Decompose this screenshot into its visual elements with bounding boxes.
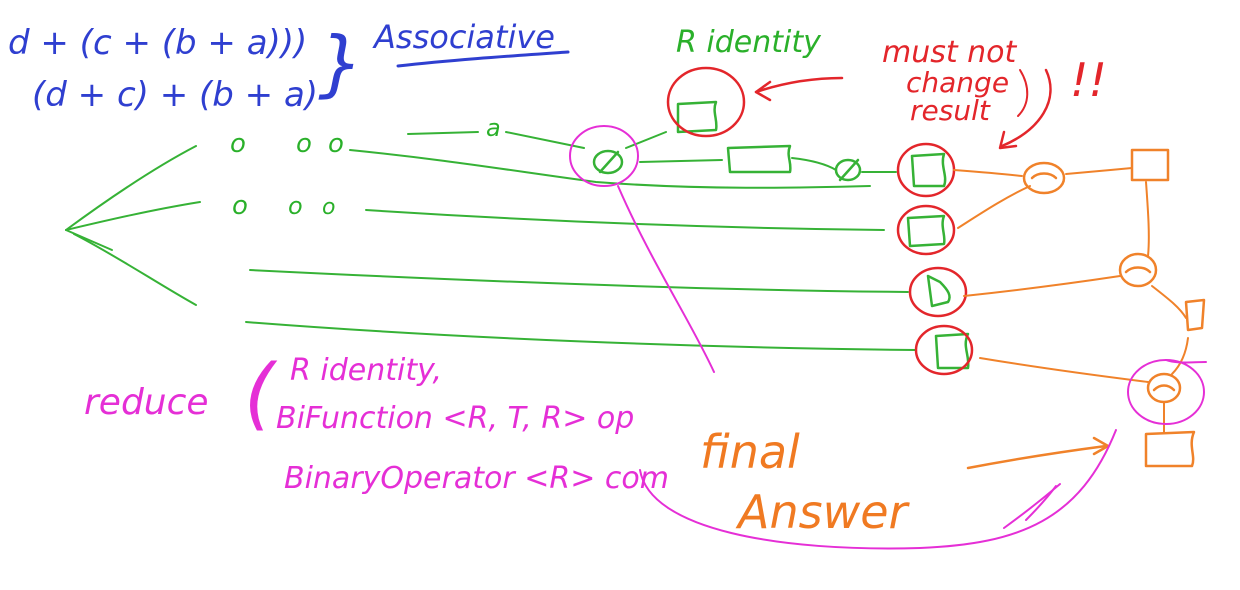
partial-result-box — [926, 274, 951, 308]
final-result-box — [1144, 430, 1196, 468]
identity-label: R identity — [676, 25, 822, 60]
identity-box — [676, 100, 718, 134]
final-answer-line-1: final — [700, 425, 800, 479]
associative-expr-1: d + (c + (b + a))) — [8, 23, 307, 63]
stream-lines — [245, 131, 917, 351]
final-answer-arrow — [966, 444, 1108, 470]
stream-token: o — [288, 192, 303, 220]
reduce-name: reduce — [84, 382, 209, 423]
partial-result-box — [910, 152, 947, 188]
result-box — [1184, 298, 1206, 332]
combine-node — [1146, 372, 1182, 404]
warning-arrow — [754, 76, 844, 94]
associative-expr-2: (d + c) + (b + a) — [32, 75, 318, 115]
partial-result-box — [906, 214, 946, 248]
reduce-param-combiner: BinaryOperator <R> com — [284, 461, 669, 496]
associative-underline — [396, 50, 570, 68]
warning-bracket — [1017, 69, 1029, 117]
combine-node — [1118, 252, 1158, 288]
stream-token: o — [322, 195, 335, 220]
magenta-annotations — [569, 125, 1207, 550]
warning-bangs: !! — [1070, 53, 1107, 107]
reduce-param-accumulator: BiFunction <R, T, R> op — [276, 401, 634, 436]
stream-token: o — [328, 129, 344, 159]
warning-arrow-head — [998, 130, 1018, 150]
warning-line-1: must not — [882, 35, 1018, 70]
associative-brace: } — [318, 21, 364, 105]
warning-line-3: result — [910, 94, 991, 127]
stream-token: o — [232, 191, 248, 221]
final-answer-line-2: Answer — [735, 485, 911, 539]
partial-result-box — [726, 144, 792, 174]
stream-token: a — [486, 114, 501, 142]
warning-line-2: change — [906, 66, 1009, 99]
reduce-param-identity: R identity, — [290, 353, 442, 388]
reduce-paren: ( — [244, 349, 278, 439]
stream-fan — [65, 145, 201, 306]
combine-node — [592, 149, 624, 175]
stream-token: o — [230, 129, 246, 159]
partial-result-box — [934, 332, 970, 370]
warning-arrow-head — [754, 80, 772, 102]
associative-label: Associative — [372, 18, 555, 56]
combine-tree — [953, 167, 1189, 433]
warning-arrow — [1000, 68, 1052, 148]
stream-token: o — [296, 129, 312, 159]
combine-node — [834, 158, 862, 182]
result-box — [1130, 148, 1170, 182]
combine-node — [1022, 161, 1066, 195]
